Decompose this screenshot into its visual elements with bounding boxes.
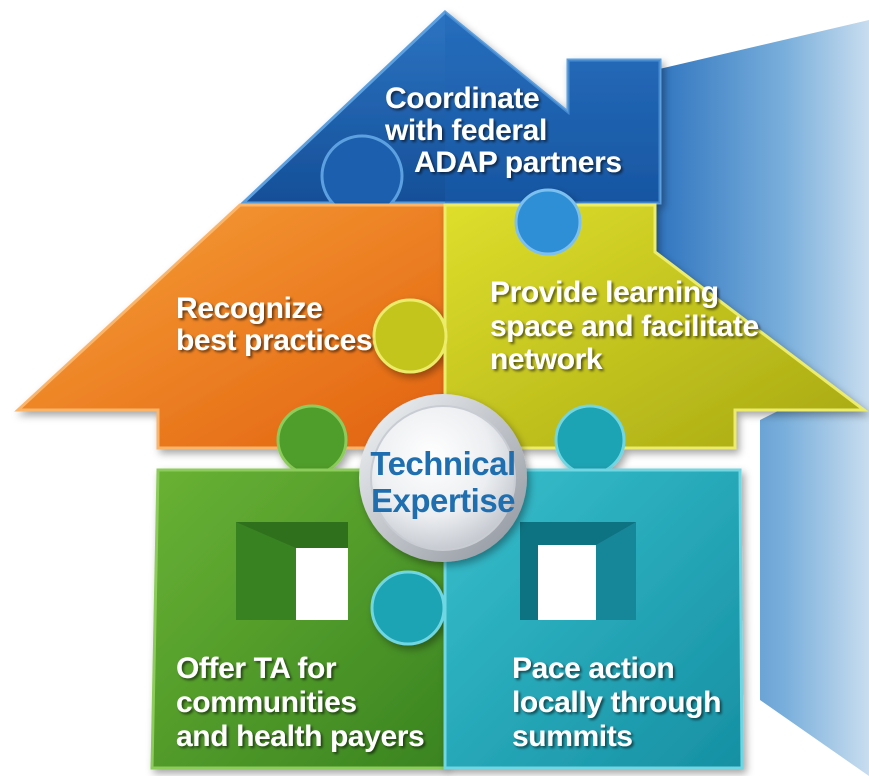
upper-right-label-line3: network (490, 343, 603, 376)
roof-label-line2: with federal (384, 114, 547, 147)
lower-left-label-line3: and health payers (176, 720, 424, 753)
roof-label-line3: ADAP partners (414, 146, 622, 179)
upper-right-label-line1: Provide learning (490, 276, 719, 309)
lower-left-label: Offer TA for communities and health paye… (176, 652, 425, 753)
roof-label-line1: Coordinate (385, 82, 539, 115)
roof-piece (239, 10, 662, 218)
hub-title-line1: Technical (370, 445, 515, 482)
lower-right-piece (370, 468, 744, 770)
lower-right-label-line3: summits (512, 720, 633, 753)
upper-right-label-line2: space and facilitate (490, 310, 759, 343)
upper-right-label: Provide learning space and facilitate ne… (490, 276, 759, 376)
center-hub: Technical Expertise (359, 394, 527, 562)
lower-left-label-line2: communities (176, 686, 357, 719)
upper-left-label-line1: Recognize (176, 292, 322, 325)
lower-right-label-line2: locally through (512, 686, 721, 719)
roof-label: Coordinate with federal ADAP partners (384, 82, 622, 179)
upper-right-piece (372, 188, 869, 476)
upper-left-label: Recognize best practices (176, 292, 373, 357)
hub-title-line2: Expertise (371, 482, 515, 519)
side-panel (655, 20, 869, 776)
upper-left-label-line2: best practices (176, 324, 372, 357)
lower-left-label-line1: Offer TA for (176, 652, 337, 685)
lower-right-label: Pace action locally through summits (512, 652, 721, 753)
lower-right-label-line1: Pace action (512, 652, 674, 685)
